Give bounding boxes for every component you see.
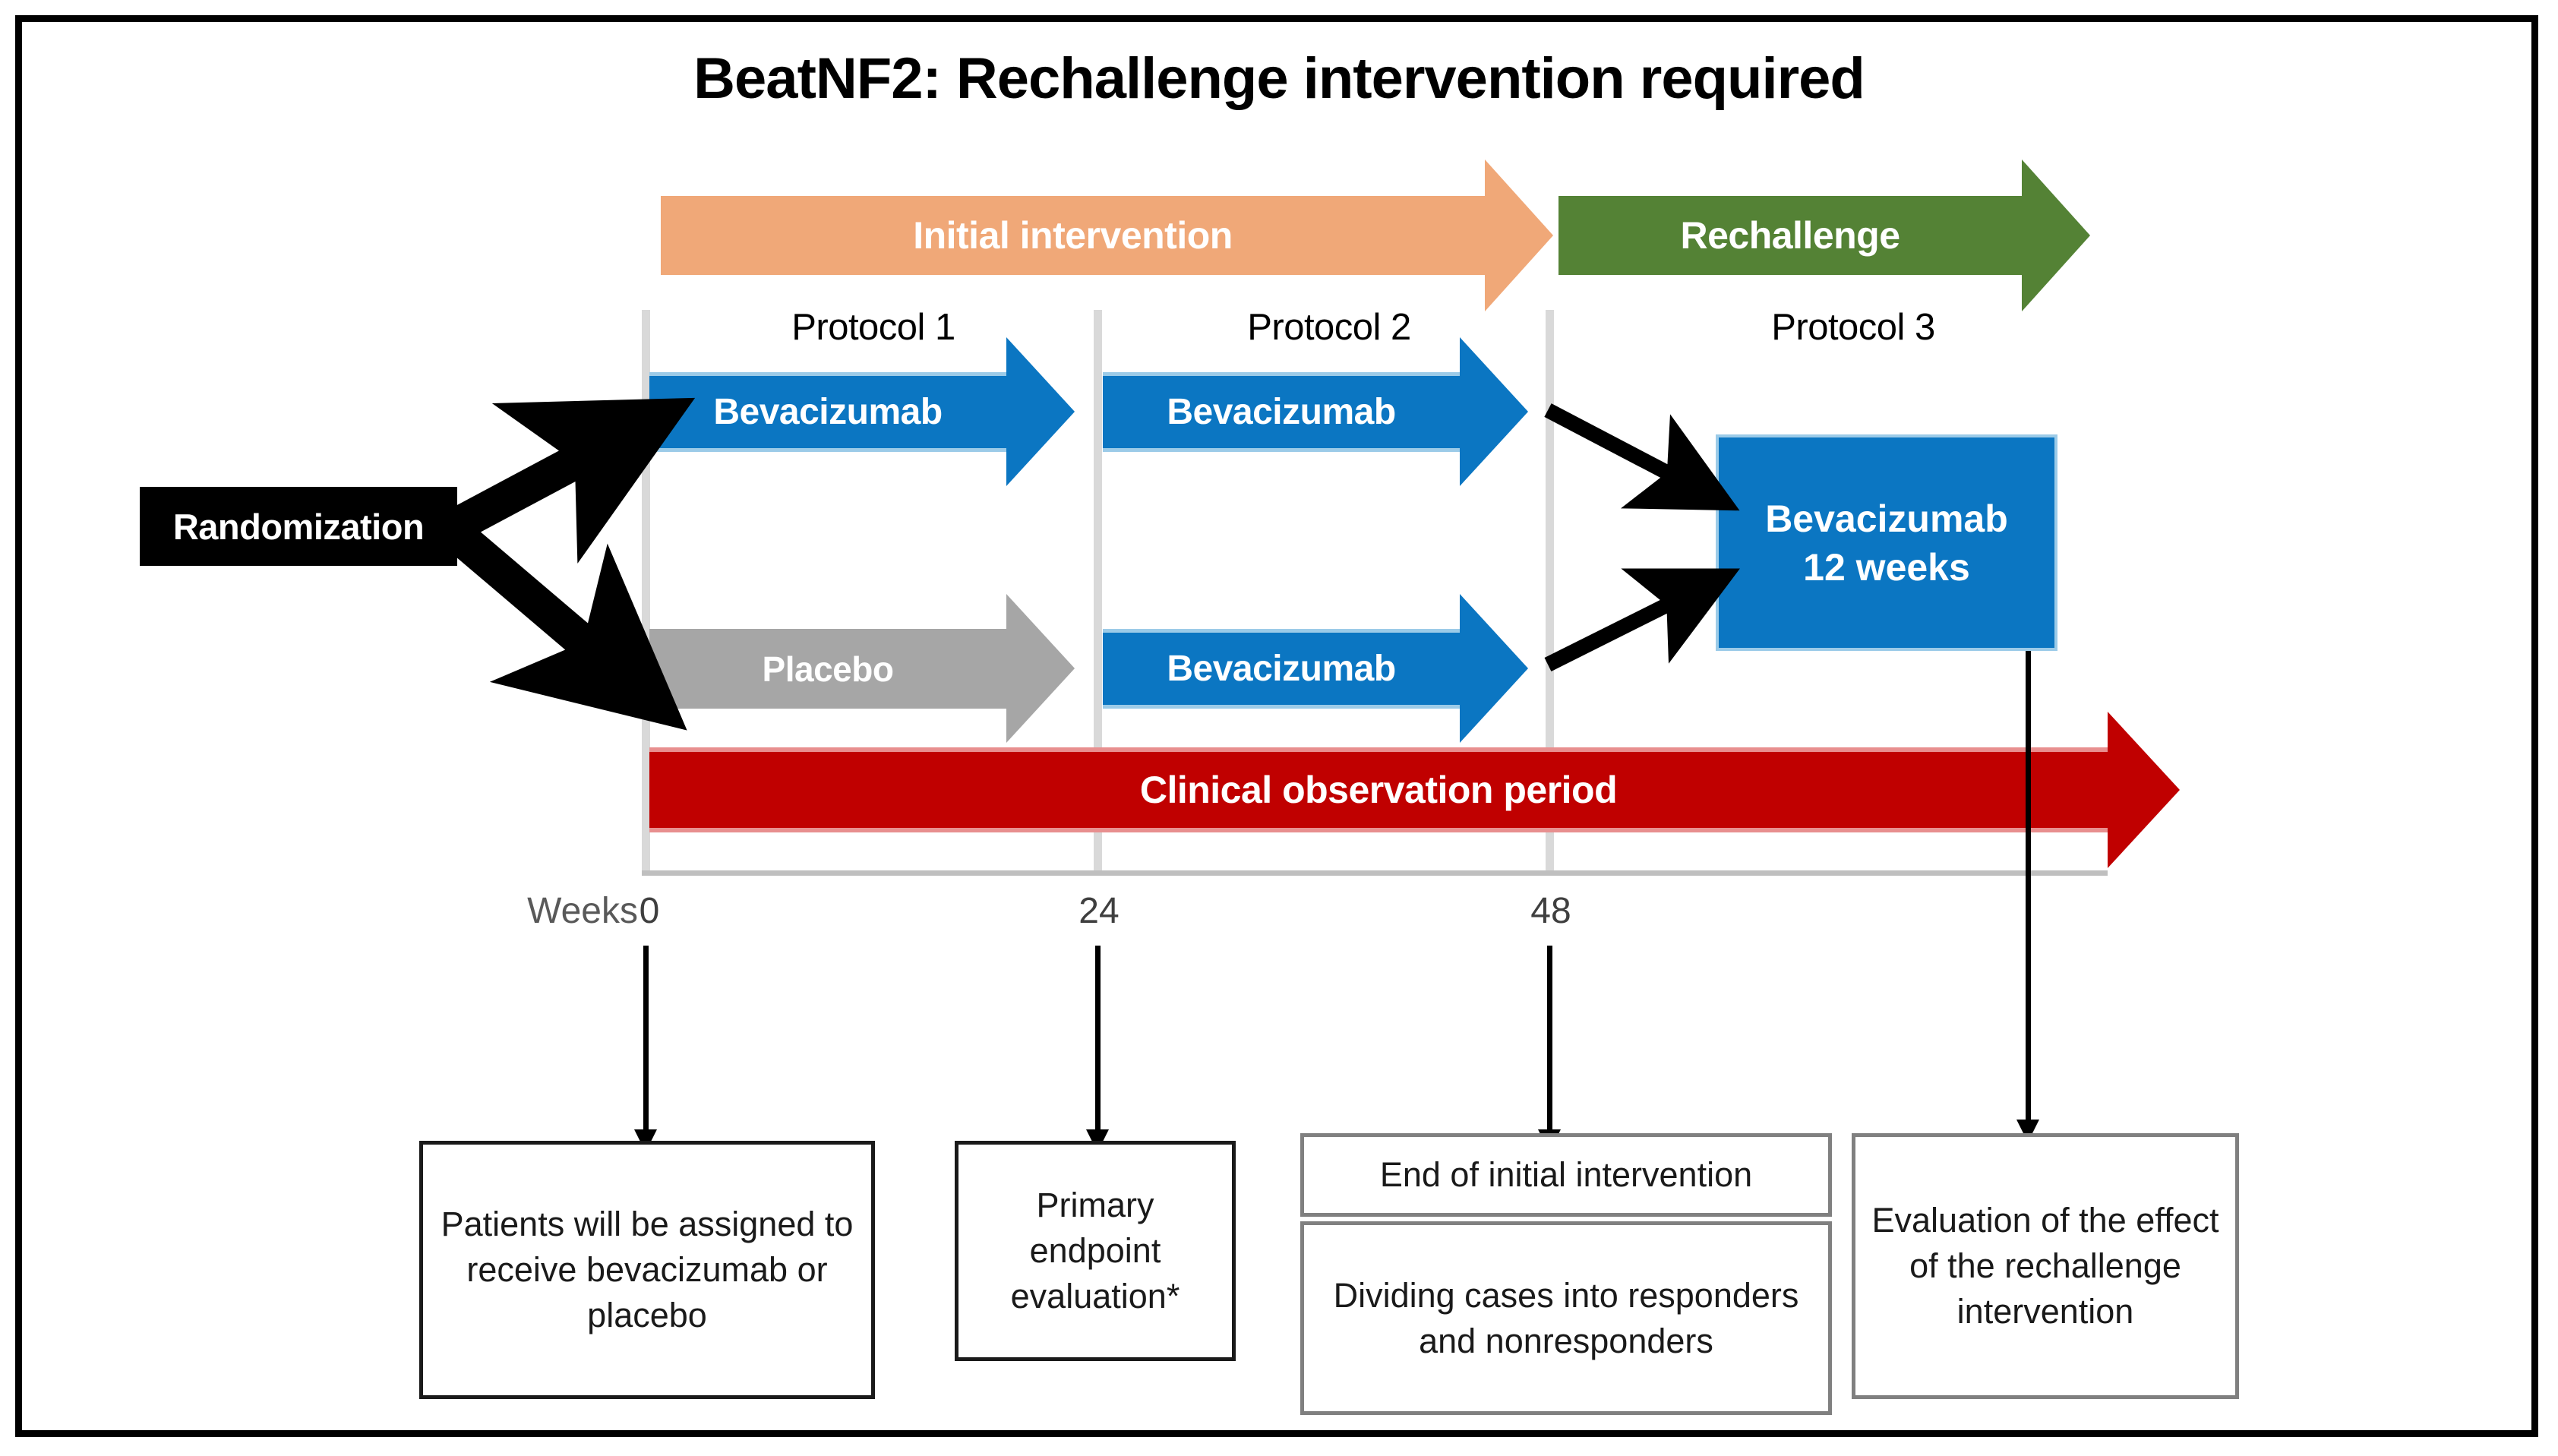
arm1-protocol1-label: Bevacizumab bbox=[713, 392, 943, 432]
note-randomization: Patients will be assigned to receive bev… bbox=[419, 1141, 875, 1399]
note-rechallenge-evaluation: Evaluation of the effect of the rechalle… bbox=[1852, 1133, 2239, 1399]
drop-line-week-48 bbox=[1547, 946, 1552, 1135]
tick-week-24: 24 bbox=[1078, 890, 1120, 931]
arm1-protocol2-bevacizumab-arrow: Bevacizumab bbox=[1103, 337, 1528, 486]
arm2-protocol1-placebo-arrow: Placebo bbox=[649, 594, 1075, 743]
protocol-2-label: Protocol 2 bbox=[1247, 307, 1411, 348]
clinical-observation-label: Clinical observation period bbox=[1139, 769, 1618, 811]
protocol-3-label: Protocol 3 bbox=[1771, 307, 1935, 348]
randomization-box: Randomization bbox=[140, 487, 457, 566]
drop-line-week-24 bbox=[1095, 946, 1101, 1135]
banner-initial-label: Initial intervention bbox=[913, 214, 1233, 257]
weeks-axis-label: Weeks bbox=[527, 890, 638, 931]
arm1-protocol1-bevacizumab-arrow: Bevacizumab bbox=[649, 337, 1075, 486]
arm2-protocol1-label: Placebo bbox=[762, 649, 894, 689]
drop-line-week-0 bbox=[643, 946, 649, 1135]
figure-title: BeatNF2: Rechallenge intervention requir… bbox=[693, 46, 1865, 111]
banner-rechallenge-label: Rechallenge bbox=[1680, 214, 1900, 257]
banner-rechallenge: Rechallenge bbox=[1558, 159, 2090, 311]
banner-initial-intervention: Initial intervention bbox=[661, 159, 1553, 311]
note-end-initial-intervention: End of initial intervention bbox=[1300, 1133, 1832, 1217]
protocol-1-label: Protocol 1 bbox=[791, 307, 955, 348]
note-primary-endpoint: Primary endpoint evaluation* bbox=[955, 1141, 1236, 1361]
arm2-protocol2-bevacizumab-arrow: Bevacizumab bbox=[1103, 594, 1528, 743]
rechallenge-duration-label: 12 weeks bbox=[1803, 545, 1970, 589]
drop-line-rechallenge bbox=[2026, 651, 2031, 1126]
arm1-protocol2-label: Bevacizumab bbox=[1167, 392, 1396, 432]
arm2-protocol2-label: Bevacizumab bbox=[1167, 649, 1396, 689]
rechallenge-drug-label: Bevacizumab bbox=[1765, 497, 2008, 540]
tick-week-0: 0 bbox=[639, 890, 660, 931]
clinical-observation-arrow: Clinical observation period bbox=[649, 712, 2244, 868]
rechallenge-treatment-box: Bevacizumab 12 weeks bbox=[1716, 434, 2057, 651]
timeline-axis bbox=[642, 870, 2108, 876]
note-dividing-cases: Dividing cases into responders and nonre… bbox=[1300, 1221, 1832, 1415]
guide-week-24 bbox=[1094, 310, 1102, 876]
tick-week-48: 48 bbox=[1530, 890, 1571, 931]
